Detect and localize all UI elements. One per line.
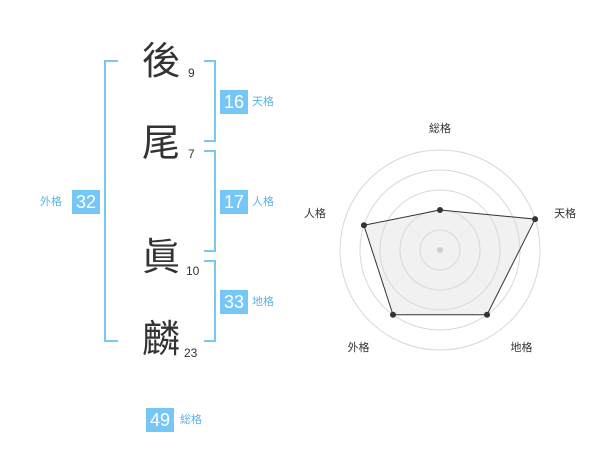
radar-axis-label-5: 人格 <box>304 206 326 220</box>
jinkaku-label: 人格 <box>252 195 274 208</box>
radar-grid-ring <box>339 149 541 351</box>
name-char-4: 麟 <box>142 317 181 361</box>
jinkaku-value: 17 <box>220 190 248 214</box>
soukaku-label: 総格 <box>180 413 202 426</box>
gaikaku-label: 外格 <box>40 195 62 208</box>
name-char-1: 後 <box>142 39 181 83</box>
tenkaku-label: 天格 <box>252 95 274 108</box>
radar-point-2 <box>532 216 539 223</box>
radar-point-5 <box>360 222 367 229</box>
stroke-count-4: 23 <box>184 346 198 360</box>
radar-axis-label-3: 地格 <box>511 340 533 354</box>
stroke-count-1: 9 <box>188 66 195 80</box>
radar-axis-label-4: 外格 <box>347 340 369 354</box>
radar-series-polygon <box>363 209 536 316</box>
radar-point-1 <box>437 207 443 213</box>
soukaku-value: 49 <box>146 408 174 432</box>
gaikaku-bracket <box>104 60 118 342</box>
radar-point-3 <box>484 311 491 318</box>
jinkaku-bracket <box>204 150 216 252</box>
tenkaku-value: 16 <box>220 90 248 114</box>
stroke-count-3: 10 <box>186 264 200 278</box>
radar-axis-label-2: 天格 <box>554 206 576 220</box>
radar-grid-ring <box>379 189 501 311</box>
gaikaku-value: 32 <box>72 190 100 214</box>
chikaku-label: 地格 <box>252 295 274 308</box>
name-char-2: 尾 <box>142 121 181 165</box>
radar-point-4 <box>389 311 396 318</box>
chikaku-value: 33 <box>220 290 248 314</box>
radar-grid-ring <box>419 229 461 271</box>
chikaku-bracket <box>204 260 216 342</box>
stroke-count-2: 7 <box>188 147 195 161</box>
name-char-3: 眞 <box>142 235 181 279</box>
tenkaku-bracket <box>204 60 216 142</box>
radar-axis-label-1: 総格 <box>429 121 451 135</box>
radar-center-dot <box>437 247 443 253</box>
